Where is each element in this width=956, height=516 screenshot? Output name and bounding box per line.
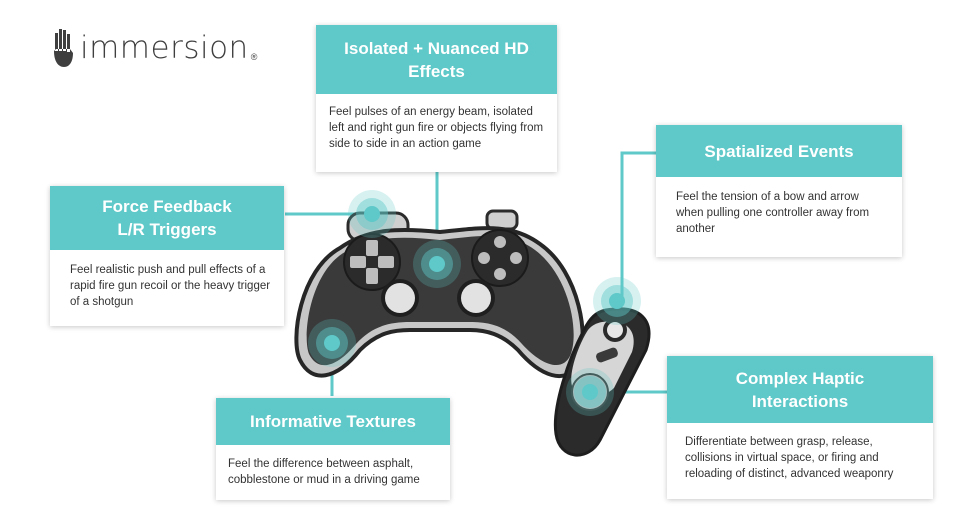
hotspot-motion-top [593, 277, 641, 325]
connector-spatial [620, 151, 656, 302]
card-text: Feel the difference between asphalt, cob… [228, 458, 420, 486]
gamepad [294, 209, 585, 379]
haptic-hotspots [308, 190, 641, 416]
card-title: Informative Textures [216, 398, 450, 445]
card-text: Feel pulses of an energy beam, isolated … [329, 106, 544, 150]
card-informative-textures: Informative Textures Feel the difference… [216, 398, 450, 500]
controller-hand-icon [404, 333, 407, 348]
motion-controller [553, 307, 651, 457]
card-text: Feel the tension of a bow and arrow when… [676, 191, 870, 235]
card-title: Force Feedback L/R Triggers [50, 186, 284, 250]
hotspot-trigger [348, 190, 396, 238]
immersion-logo: immersion ® [52, 26, 257, 70]
brand-name: immersion [80, 30, 249, 66]
card-force-feedback: Force Feedback L/R Triggers Feel realist… [50, 186, 284, 326]
card-title: Complex Haptic Interactions [667, 356, 933, 423]
card-complex-interactions: Complex Haptic Interactions Differentiat… [667, 356, 933, 499]
card-title: Spatialized Events [656, 125, 902, 177]
card-text: Differentiate between grasp, release, co… [685, 436, 894, 480]
card-text: Feel realistic push and pull effects of … [70, 264, 271, 308]
hand-logo-icon [54, 29, 73, 67]
hotspot-motion-bottom [566, 368, 614, 416]
card-isolated-effects: Isolated + Nuanced HD Effects Feel pulse… [316, 25, 557, 172]
card-title: Isolated + Nuanced HD Effects [316, 25, 557, 94]
controller-brand-label: immersion [415, 335, 484, 350]
card-spatialized-events: Spatialized Events Feel the tension of a… [656, 125, 902, 257]
hotspot-center [413, 240, 461, 288]
hotspot-grip [308, 319, 356, 367]
registered-mark: ® [250, 52, 258, 62]
